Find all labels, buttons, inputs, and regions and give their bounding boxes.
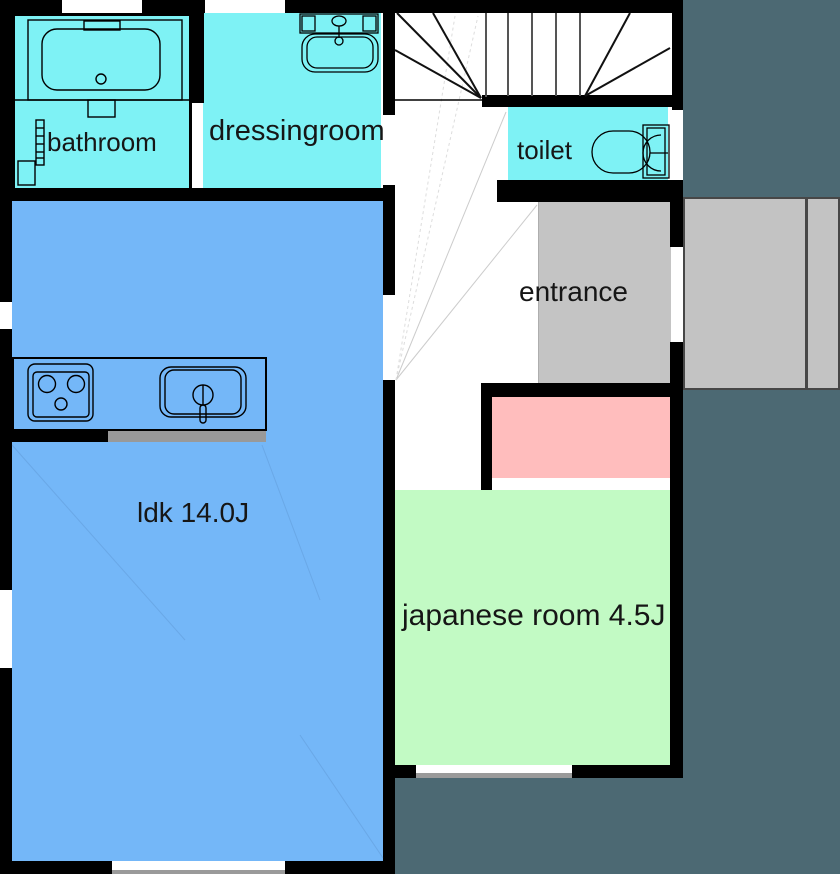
wall-segment bbox=[142, 0, 205, 13]
wall-segment bbox=[670, 180, 683, 247]
wall-segment bbox=[0, 668, 12, 874]
entrance-label: entrance bbox=[519, 276, 628, 307]
wall-segment bbox=[0, 0, 62, 13]
bathroom-room bbox=[12, 13, 192, 192]
wall-segment bbox=[481, 383, 672, 397]
entrance-porch bbox=[683, 197, 840, 390]
stairs-icon bbox=[394, 12, 671, 101]
porch-divider-line bbox=[805, 197, 808, 390]
wall-segment bbox=[383, 380, 395, 874]
bathroom-label: bathroom bbox=[47, 127, 157, 157]
wall-segment bbox=[497, 180, 683, 202]
exterior-right-top bbox=[683, 0, 840, 197]
wall-segment bbox=[383, 185, 395, 295]
dressingroom-label: dressingroom bbox=[209, 115, 385, 147]
wall-segment bbox=[672, 13, 683, 110]
ldk-window-sill bbox=[112, 870, 285, 874]
japanese-room-window-sill bbox=[416, 773, 572, 778]
wall-segment bbox=[0, 329, 12, 590]
wall-segment bbox=[285, 861, 393, 874]
wall-segment bbox=[0, 188, 395, 201]
japanese-room-window bbox=[416, 765, 572, 774]
wall-segment bbox=[285, 0, 683, 13]
entrance-room bbox=[538, 202, 671, 383]
wall-segment bbox=[670, 342, 683, 778]
kitchen-stub-wall bbox=[12, 431, 108, 442]
japanese-room bbox=[393, 490, 672, 765]
wall-segment bbox=[0, 13, 12, 302]
japanese-room-label: japanese room 4.5J bbox=[402, 599, 666, 632]
closet-room bbox=[492, 397, 670, 478]
wall-segment bbox=[481, 397, 492, 490]
dressingroom-room bbox=[203, 13, 381, 190]
ldk-label: ldk 14.0J bbox=[137, 497, 250, 528]
kitchen-counter-edge bbox=[108, 431, 266, 442]
ldk-window bbox=[112, 861, 285, 871]
toilet-label: toilet bbox=[517, 135, 572, 165]
exterior-bottom bbox=[393, 778, 840, 874]
wall-segment bbox=[482, 95, 683, 107]
wall-segment bbox=[192, 13, 204, 103]
wall-segment bbox=[383, 13, 395, 115]
ldk-room bbox=[12, 201, 383, 861]
wall-segment bbox=[0, 861, 112, 874]
